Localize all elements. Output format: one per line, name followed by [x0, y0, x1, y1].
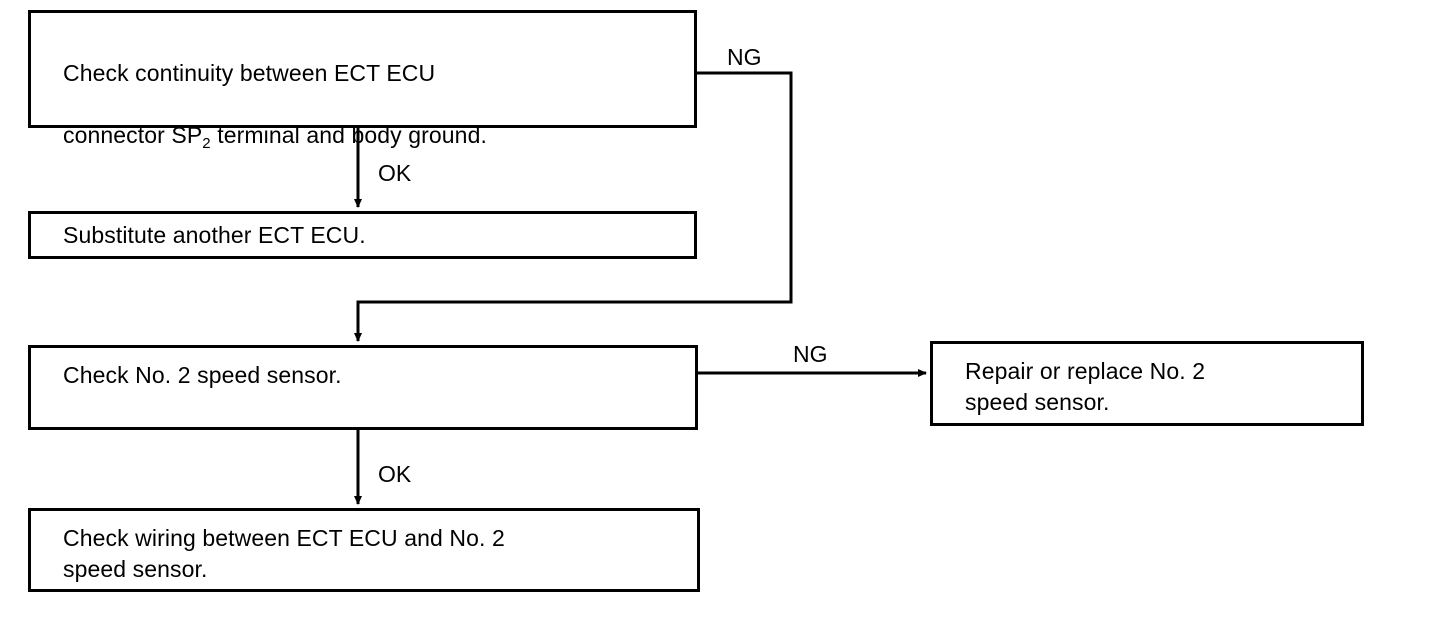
edge-label-ng-top: NG: [727, 44, 762, 70]
node-check-continuity[interactable]: Check continuity between ECT ECU connect…: [28, 10, 697, 152]
node-substitute-ecu[interactable]: Substitute another ECT ECU.: [28, 211, 697, 259]
edge-label-ok-bottom: OK: [378, 461, 412, 487]
node-check-continuity-line2-after: terminal and body ground.: [210, 122, 487, 148]
wire-ng-continuity-to-speed-sensor: [354, 71, 793, 342]
node-check-continuity-line2-before: connector SP: [63, 122, 203, 148]
node-substitute-ecu-text: Substitute another ECT ECU.: [63, 222, 366, 248]
node-check-continuity-line1: Check continuity between ECT ECU: [63, 60, 436, 86]
node-check-continuity-text: Check continuity between ECT ECU connect…: [63, 27, 487, 154]
edge-label-ng-middle: NG: [793, 341, 828, 367]
node-check-wiring-text: Check wiring between ECT ECU and No. 2 s…: [63, 525, 505, 582]
node-check-speed-sensor-text: Check No. 2 speed sensor.: [63, 362, 342, 388]
node-check-continuity-subscript: 2: [202, 135, 211, 152]
edge-label-ok-top: OK: [378, 160, 412, 186]
node-repair-speed-sensor[interactable]: Repair or replace No. 2 speed sensor.: [930, 341, 1364, 426]
node-check-wiring[interactable]: Check wiring between ECT ECU and No. 2 s…: [28, 508, 700, 592]
node-check-speed-sensor[interactable]: Check No. 2 speed sensor.: [28, 345, 698, 430]
node-repair-speed-sensor-text: Repair or replace No. 2 speed sensor.: [965, 358, 1206, 415]
